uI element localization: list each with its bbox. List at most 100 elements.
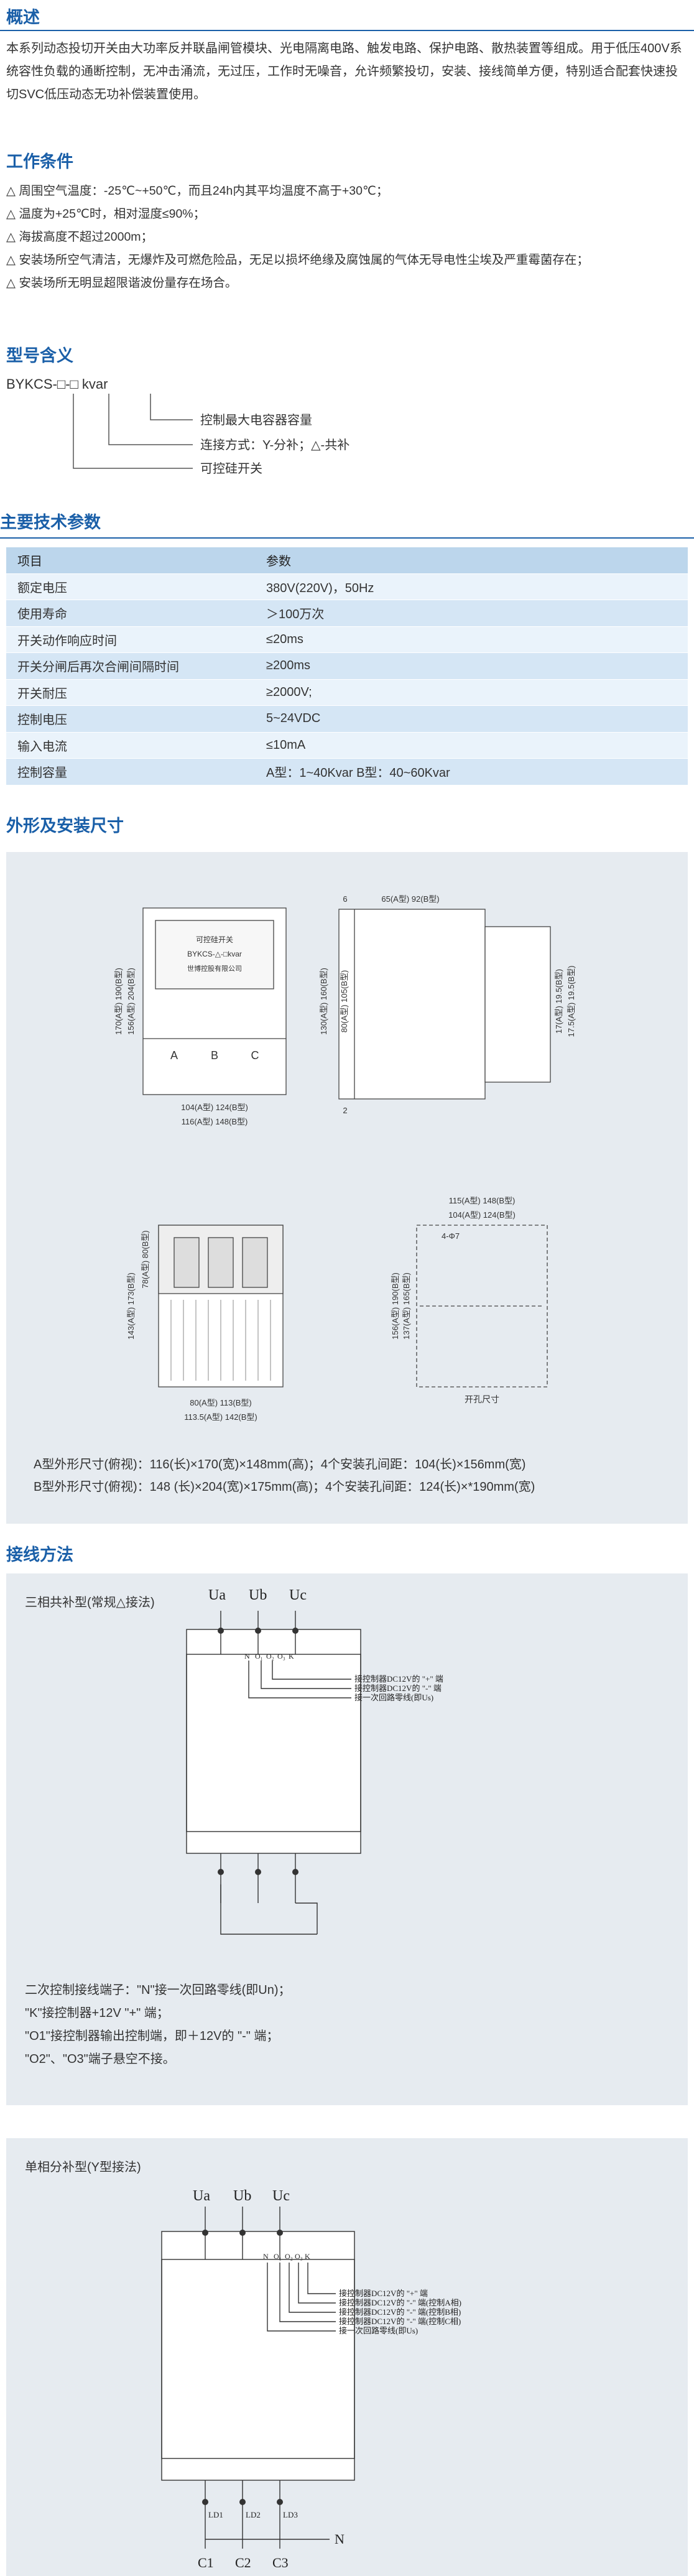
conditions-title: 工作条件 xyxy=(6,152,73,171)
model-label: 控制最大电容器容量 xyxy=(200,413,312,427)
dimension-drawings: 可控硅开关 BYKCS-△-□kvar 世博控股有限公司 A B C 104(A… xyxy=(114,894,576,1422)
wiring-label: 接控制器DC12V的 "+" 端 xyxy=(354,1674,443,1684)
terminal-label: N xyxy=(263,2252,269,2261)
terminal-label: K xyxy=(305,2252,310,2261)
capacitor-label: C1 xyxy=(198,2555,214,2570)
table-cell: ≥200ms xyxy=(255,652,688,680)
terminal-label: C xyxy=(251,1049,259,1062)
delta-wiring-diagram: Ua Ub Uc N O₁ O₂ O₃ K 接控制器DC12V的 "+" 端 接… xyxy=(186,1587,443,1935)
phase-label: Uc xyxy=(289,1587,307,1603)
wiring-note: "O2"、"O3"端子悬空不接。 xyxy=(25,2052,175,2066)
terminal-label: K xyxy=(289,1652,294,1661)
table-cell: ≤10mA xyxy=(255,732,688,759)
table-cell: 开关耐压 xyxy=(6,679,255,706)
table-header-cell: 项目 xyxy=(6,547,255,574)
terminal-label: O₃ xyxy=(277,1652,285,1661)
condition-item: △ 周围空气温度：-25℃~+50℃，而且24h内其平均温度不高于+30℃； xyxy=(6,184,389,198)
terminal-label: O₂ xyxy=(285,2252,293,2261)
dimension-label: 65(A型) 92(B型) xyxy=(381,894,439,904)
dimensions-note: B型外形尺寸(俯视)：148 (长)×204(宽)×175mm(高)；4个安装孔… xyxy=(34,1480,535,1494)
device-maker: 世博控股有限公司 xyxy=(187,964,242,973)
hole-label: 4-Φ7 xyxy=(442,1231,460,1241)
led-label: LD3 xyxy=(283,2510,298,2519)
terminal-label: O₃ xyxy=(295,2252,303,2261)
terminal-label: B xyxy=(211,1049,218,1062)
delta-title: 三相共补型(常规△接法) xyxy=(25,1596,155,1610)
model-title: 型号含义 xyxy=(6,346,73,365)
table-cell: 使用寿命 xyxy=(6,600,255,627)
wiring-label: 接控制器DC12V的 "-" 端(控制B相) xyxy=(339,2307,461,2317)
model-label: 可控硅开关 xyxy=(200,461,262,476)
dimension-label: 170(A型) 190(B型) xyxy=(114,968,123,1035)
dimension-label: 78(A型) 80(B型) xyxy=(141,1230,150,1288)
table-row: 使用寿命 ＞100万次 xyxy=(6,600,688,627)
overview-text: 本系列动态投切开关由大功率反并联晶闸管模块、光电隔离电路、触发电路、保护电路、散… xyxy=(6,42,682,101)
specs-title: 主要技术参数 xyxy=(0,513,101,532)
led-label: LD1 xyxy=(208,2510,223,2519)
wiring-note: "K"接控制器+12V "+" 端； xyxy=(25,2006,169,2020)
wiring-label: 接控制器DC12V的 "+" 端 xyxy=(339,2289,428,2298)
led-label: LD2 xyxy=(246,2510,261,2519)
spec-table: 项目 参数 额定电压 380V(220V)，50Hz 使用寿命 ＞100万次 开… xyxy=(6,547,688,785)
wiring-label: 接控制器DC12V的 "-" 端 xyxy=(354,1684,442,1693)
condition-item: △ 安装场所无明显超限谐波份量存在场合。 xyxy=(6,276,238,290)
table-row: 开关分闸后再次合闸间隔时间 ≥200ms xyxy=(6,652,688,680)
overview-title: 概述 xyxy=(6,8,40,27)
dimension-label: 6 xyxy=(343,894,347,904)
table-cell: 控制电压 xyxy=(6,705,255,733)
dimension-label: 137(A型) 165(B型) xyxy=(402,1272,411,1340)
table-header-row: 项目 参数 xyxy=(6,547,688,574)
star-wiring-diagram: Ua Ub Uc N O₁ O₂ O₃ K 接控制器DC12V的 "+" 端 接… xyxy=(161,2188,461,2570)
dimension-label: 156(A型) 204(B型) xyxy=(126,968,136,1035)
phase-label: Uc xyxy=(272,2188,290,2204)
wiring-label: 接一次回路零线(即Us) xyxy=(354,1693,433,1702)
dimension-label: 113.5(A型) 142(B型) xyxy=(184,1412,257,1422)
dimensions-note: A型外形尺寸(俯视)：116(长)×170(宽)×148mm(高)；4个安装孔间… xyxy=(34,1458,526,1471)
terminal-label: O₁ xyxy=(274,2252,282,2261)
table-row: 输入电流 ≤10mA xyxy=(6,732,688,759)
neutral-label: N xyxy=(335,2531,345,2547)
dimension-label: 80(A型) 105(B型) xyxy=(340,970,349,1032)
terminal-label: O₂ xyxy=(266,1652,274,1661)
table-cell: 开关动作响应时间 xyxy=(6,626,255,653)
wiring-label: 接一次回路零线(即Us) xyxy=(339,2326,418,2335)
model-code-diagram: BYKCS-□-□ kvar 控制最大电容器容量 连接方式：Y-分补；△-共补 … xyxy=(6,376,349,476)
table-cell: ≥2000V; xyxy=(255,679,688,706)
star-title: 单相分补型(Y型接法) xyxy=(25,2161,141,2174)
delta-wiring-panel: 三相共补型(常规△接法) Ua Ub Uc N O₁ O₂ O₃ K 接 xyxy=(6,1573,688,2105)
dimension-label: 143(A型) 173(B型) xyxy=(126,1272,136,1340)
wiring-note: 二次控制接线端子："N"接一次回路零线(即Un)； xyxy=(25,1983,291,1997)
phase-label: Ua xyxy=(208,1587,226,1603)
table-row: 控制电压 5~24VDC xyxy=(6,705,688,733)
dimension-label: 104(A型) 124(B型) xyxy=(181,1103,248,1112)
hole-caption: 开孔尺寸 xyxy=(465,1394,499,1404)
table-cell: ≤20ms xyxy=(255,626,688,653)
dimension-label: 116(A型) 148(B型) xyxy=(182,1117,248,1126)
table-cell: A型：1~40Kvar B型：40~60Kvar xyxy=(255,758,688,785)
wiring-label: 接控制器DC12V的 "-" 端(控制A相) xyxy=(339,2298,461,2307)
dimension-label: 17.5(A型) 19.5(B型) xyxy=(567,966,576,1037)
wiring-note: "O1"接控制器输出控制端，即＋12V的 "-" 端； xyxy=(25,2029,279,2043)
wiring-title: 接线方法 xyxy=(6,1545,73,1564)
device-model: BYKCS-△-□kvar xyxy=(187,950,242,958)
dimensions-panel: 可控硅开关 BYKCS-△-□kvar 世博控股有限公司 A B C 104(A… xyxy=(6,852,688,1524)
table-row: 开关动作响应时间 ≤20ms xyxy=(6,626,688,653)
terminal-label: N xyxy=(244,1652,250,1661)
table-row: 控制容量 A型：1~40Kvar B型：40~60Kvar xyxy=(6,758,688,785)
table-cell: 380V(220V)，50Hz xyxy=(255,573,688,600)
dimension-label: 80(A型) 113(B型) xyxy=(190,1398,251,1407)
dimension-label: 156(A型) 190(B型) xyxy=(391,1272,400,1340)
model-code: BYKCS-□-□ kvar xyxy=(6,376,108,392)
table-header-cell: 参数 xyxy=(255,547,688,574)
dimension-label: 17(A型) 19.5(B型) xyxy=(554,969,563,1034)
table-row: 开关耐压 ≥2000V; xyxy=(6,679,688,706)
dimension-label: 2 xyxy=(343,1106,347,1115)
table-cell: 开关分闸后再次合闸间隔时间 xyxy=(6,652,255,680)
capacitor-label: C2 xyxy=(235,2555,251,2570)
dimension-label: 130(A型) 160(B型) xyxy=(319,968,328,1035)
table-cell: 额定电压 xyxy=(6,573,255,600)
condition-item: △ 温度为+25℃时，相对湿度≤90%； xyxy=(6,207,206,221)
dimension-label: 115(A型) 148(B型) xyxy=(449,1196,516,1205)
terminal-label: O₁ xyxy=(255,1652,263,1661)
dimension-label: 104(A型) 124(B型) xyxy=(448,1210,516,1220)
